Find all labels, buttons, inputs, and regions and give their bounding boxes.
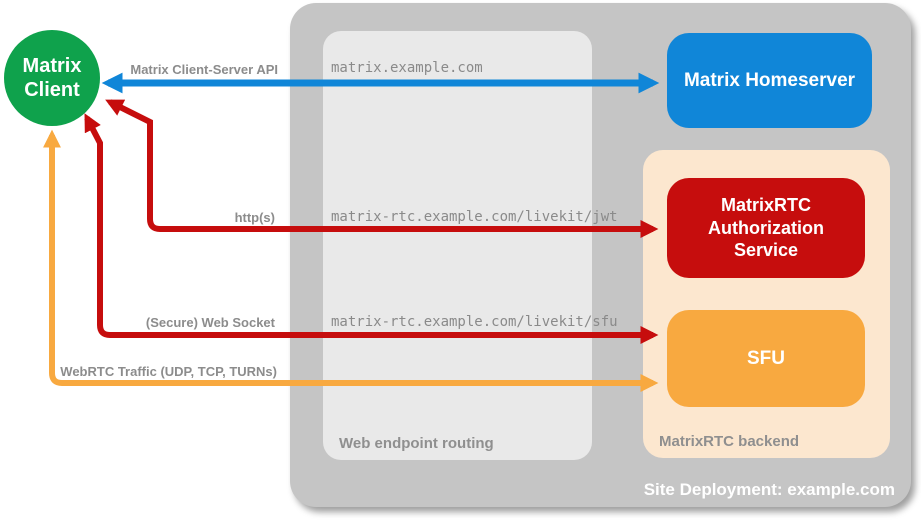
web-endpoint-routing-box: Web endpoint routing xyxy=(323,31,592,460)
endpoint-matrix-example: matrix.example.com xyxy=(331,60,483,76)
auth-label-line1: MatrixRTC xyxy=(720,195,811,216)
websocket-label: (Secure) Web Socket xyxy=(145,315,275,330)
client-server-api-label: Matrix Client-Server API xyxy=(130,62,278,77)
matrix-homeserver-node: Matrix Homeserver xyxy=(667,33,872,128)
matrixrtc-backend-label: MatrixRTC backend xyxy=(659,433,800,450)
https-label: http(s) xyxy=(234,210,275,225)
webrtc-traffic-label: WebRTC Traffic (UDP, TCP, TURNs) xyxy=(60,364,277,379)
auth-label-line2: Authorization xyxy=(708,217,824,238)
matrix-homeserver-label: Matrix Homeserver xyxy=(683,69,856,91)
site-deployment-label: Site Deployment: example.com xyxy=(643,480,895,499)
auth-label-line3: Service xyxy=(733,240,799,261)
client-label-line2: Client xyxy=(24,79,80,101)
matrix-client-node: Matrix Client xyxy=(4,30,100,126)
client-label-line1: Matrix xyxy=(22,55,82,77)
matrixrtc-authorization-service-node: MatrixRTC Authorization Service xyxy=(667,178,865,278)
endpoint-livekit-sfu: matrix-rtc.example.com/livekit/sfu xyxy=(331,314,618,330)
web-endpoint-routing-label: Web endpoint routing xyxy=(339,435,494,452)
sfu-node: SFU xyxy=(667,310,865,407)
endpoint-livekit-jwt: matrix-rtc.example.com/livekit/jwt xyxy=(331,209,618,225)
sfu-label: SFU xyxy=(747,347,785,369)
